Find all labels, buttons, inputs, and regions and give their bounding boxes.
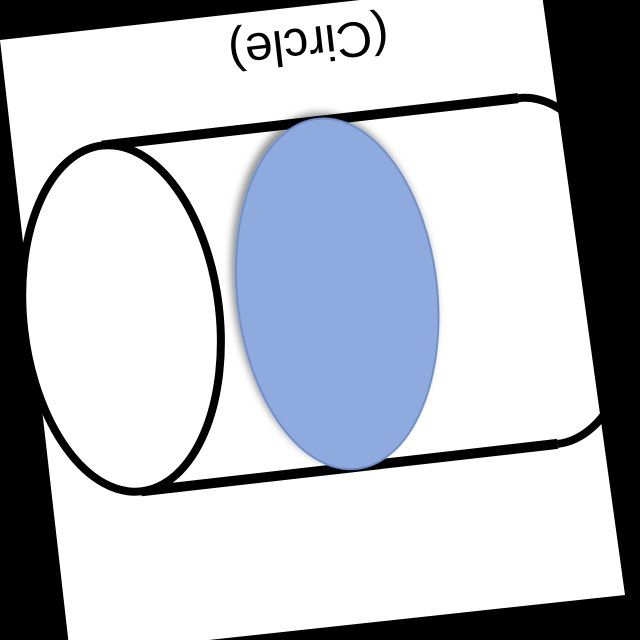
cross-section-circle (234, 117, 440, 471)
cylinder-end-cap (18, 141, 225, 496)
cylinder-far-end (517, 93, 640, 448)
